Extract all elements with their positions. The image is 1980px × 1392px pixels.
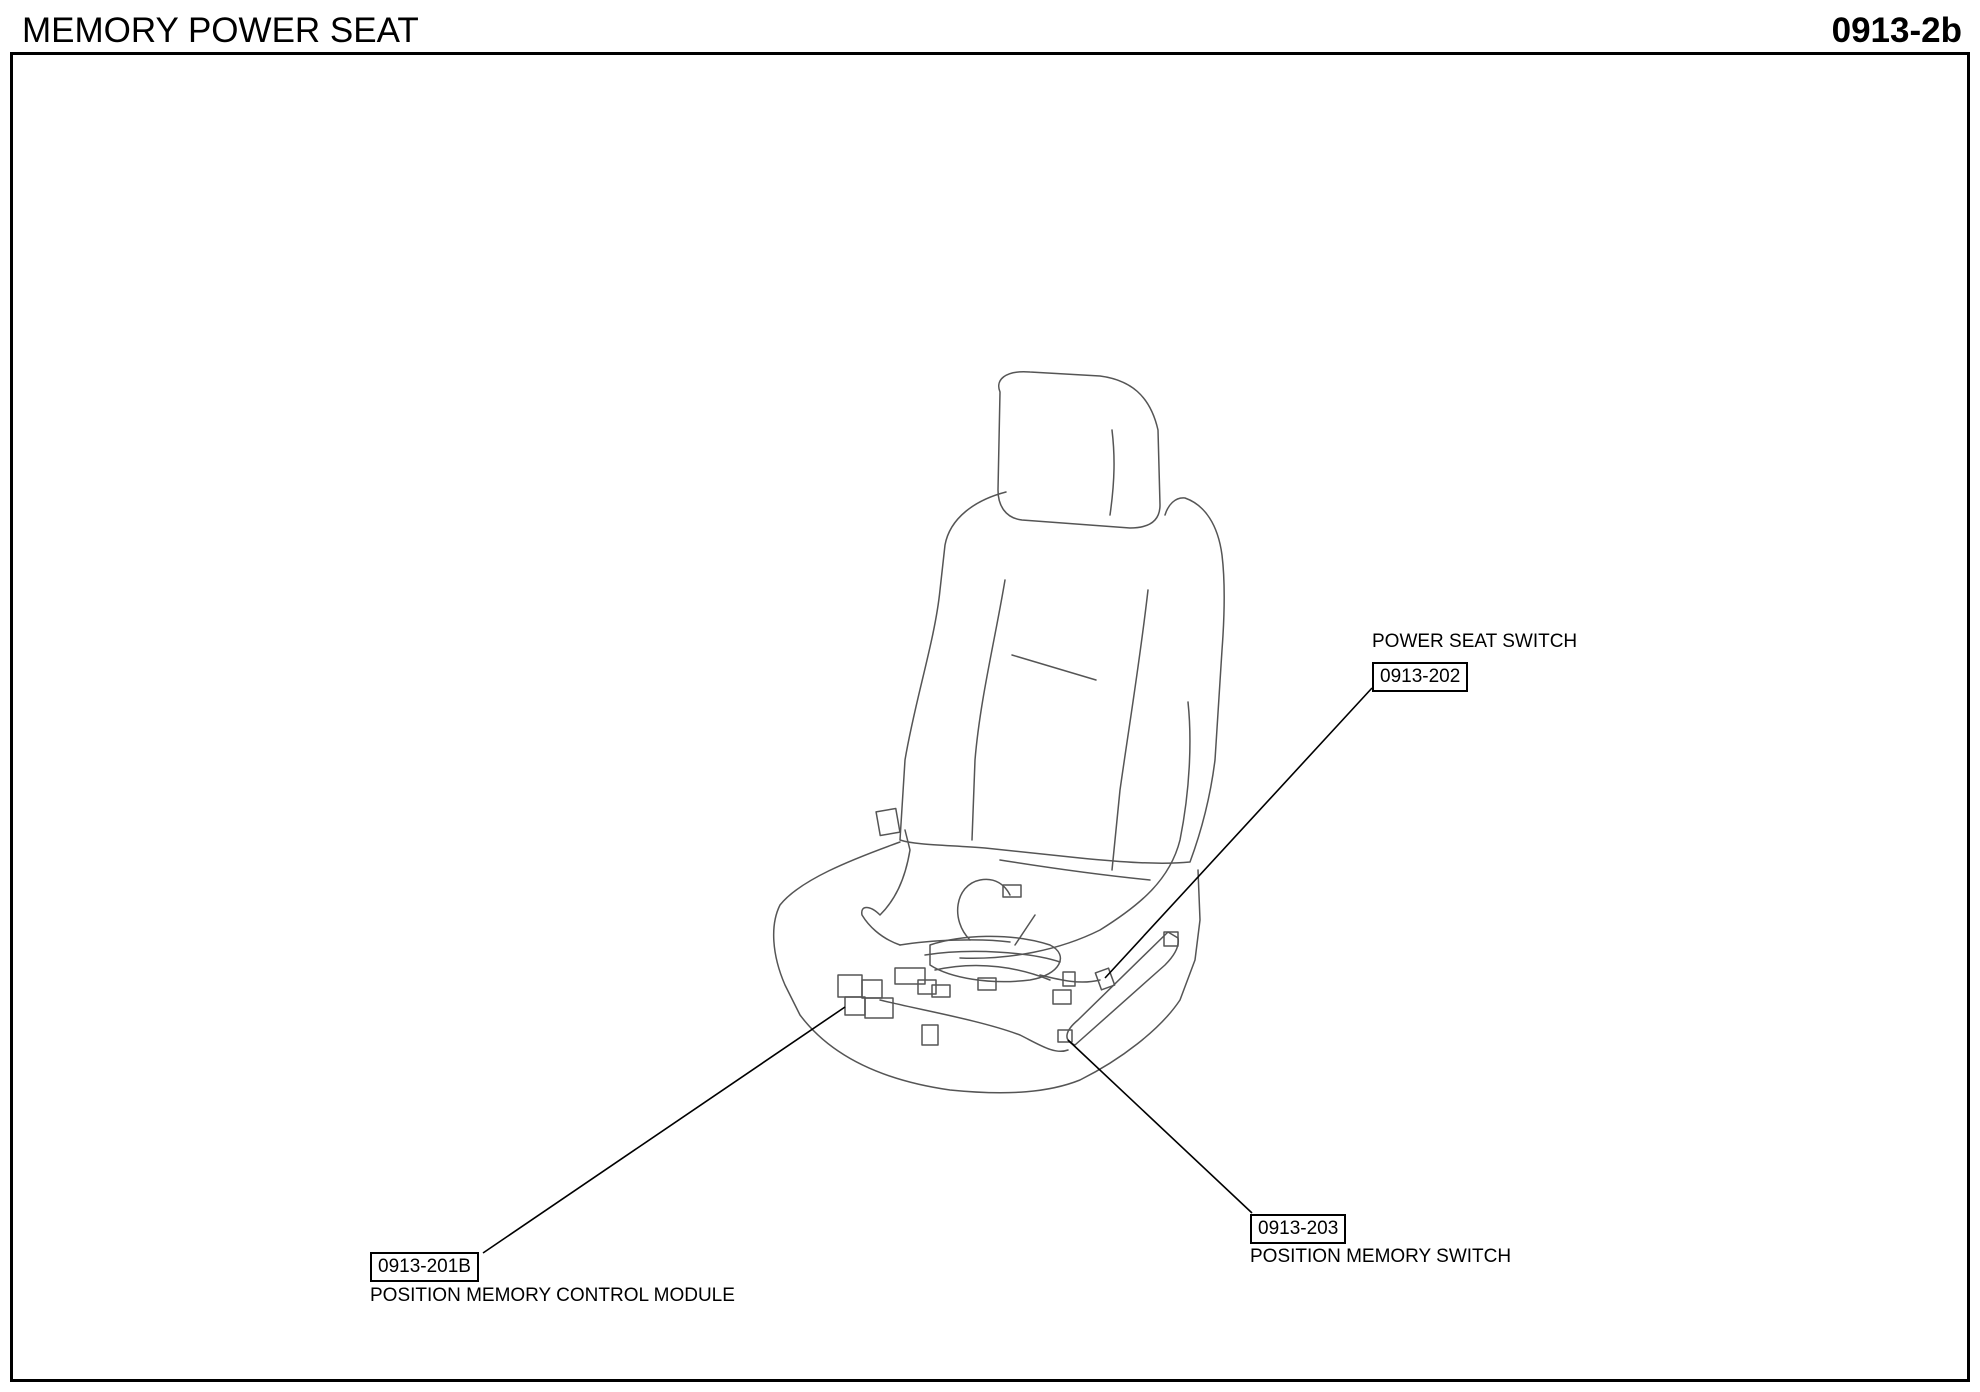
seat-back-seam-right: [1111, 589, 1149, 871]
drawing-frame: [10, 52, 1970, 1382]
seat-back-seam-left: [971, 579, 1006, 841]
seat-back-outline: [899, 491, 1225, 864]
headrest-seam: [1109, 429, 1115, 516]
control-module-block-2: [861, 979, 883, 999]
wire-to-rail: [879, 999, 1069, 1052]
seat-cushion-seam: [999, 859, 1151, 881]
page-code: 0913-2b: [1831, 11, 1962, 50]
connector-top: [1002, 884, 1022, 898]
control-module-block-1: [837, 974, 863, 998]
control-module-block-5: [894, 967, 926, 985]
position-memory-switch-label: POSITION MEMORY SWITCH: [1250, 1246, 1512, 1267]
connector-clip: [875, 807, 901, 837]
connector-right-2: [1062, 971, 1076, 987]
wire-loose-end: [1014, 914, 1036, 946]
rail-end-cap: [1163, 931, 1179, 947]
headrest-outline: [997, 371, 1161, 529]
wire-to-top-connector: [956, 878, 1011, 941]
wire-harness-loop-4: [899, 939, 1011, 946]
control-module-ref: 0913-201B: [370, 1252, 479, 1282]
back-harness: [959, 701, 1191, 959]
connector-right-1: [1052, 989, 1072, 1005]
seat-rail: [1066, 931, 1180, 1046]
control-module-block-6: [917, 979, 937, 995]
wire-to-clip: [861, 829, 911, 946]
connector-sw-1: [1094, 967, 1116, 991]
leader-power-seat-switch: [1104, 687, 1373, 979]
connector-mid-1: [977, 977, 997, 991]
control-module-block-4: [864, 997, 894, 1019]
seat-back-stitch: [1011, 654, 1097, 681]
page-title: MEMORY POWER SEAT: [22, 11, 419, 50]
wire-harness-loop-2: [924, 950, 1061, 963]
power-seat-switch-label: POWER SEAT SWITCH: [1372, 631, 1578, 652]
connector-low: [921, 1024, 939, 1046]
wire-harness-loop: [929, 935, 1062, 983]
power-seat-switch-ref: 0913-202: [1372, 662, 1469, 692]
wire-harness-loop-3: [934, 964, 1051, 981]
position-memory-switch-ref: 0913-203: [1250, 1214, 1347, 1244]
leader-control-module: [482, 1006, 846, 1254]
leader-position-memory-switch: [1067, 1039, 1253, 1214]
control-module-block-3: [844, 996, 866, 1016]
control-module-label: POSITION MEMORY CONTROL MODULE: [370, 1285, 735, 1306]
wire-to-right-conn: [1039, 974, 1101, 983]
seat-cushion-outline: [772, 841, 1201, 1094]
connector-mid-2: [931, 984, 951, 998]
connector-mem-sw: [1057, 1029, 1073, 1043]
